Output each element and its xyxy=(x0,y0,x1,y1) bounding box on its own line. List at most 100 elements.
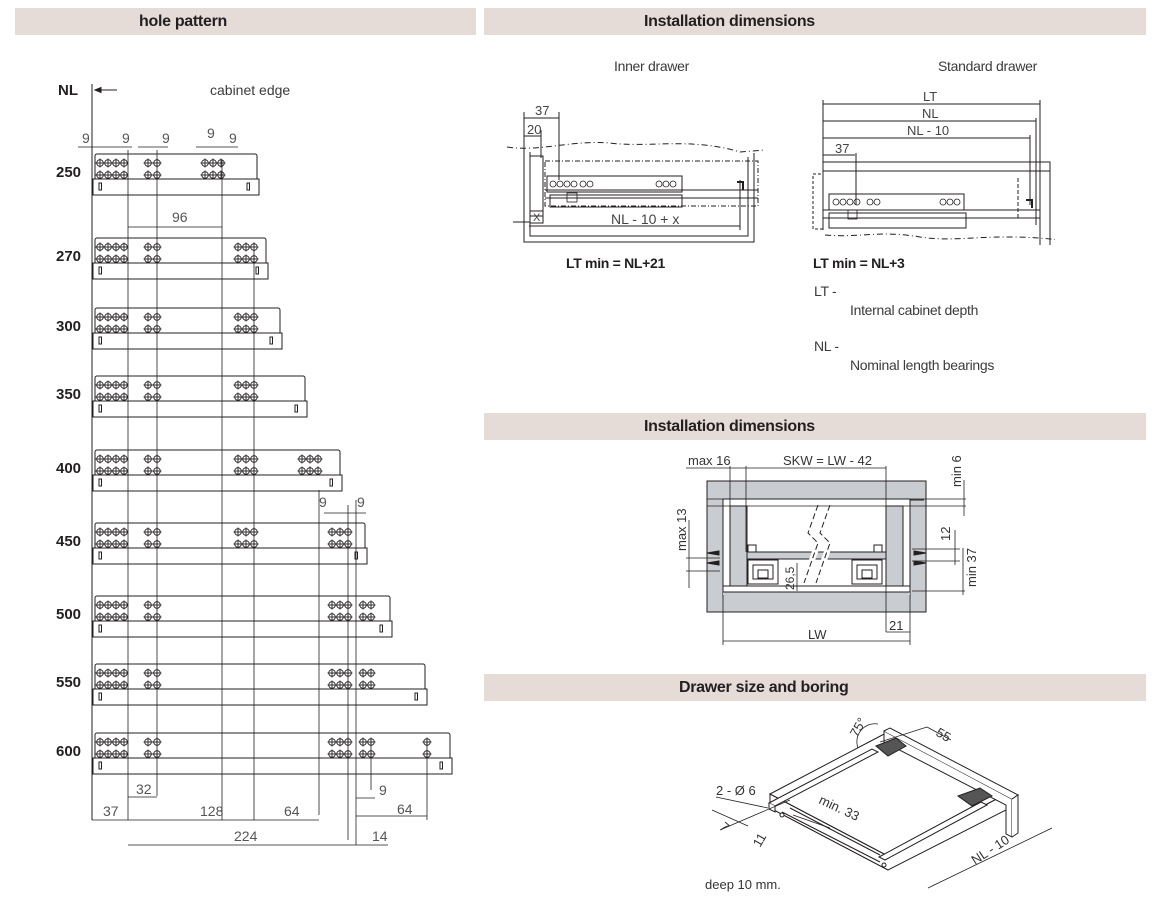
d55-label: 55 xyxy=(934,725,954,745)
hole-mark xyxy=(111,312,121,322)
hole-mark xyxy=(143,612,153,622)
hole-mark xyxy=(335,749,345,759)
hole-mark xyxy=(313,454,323,464)
hole-mark xyxy=(111,158,121,168)
hole-mark xyxy=(358,600,368,610)
drawer-side-right xyxy=(885,505,904,587)
hole-mark xyxy=(119,380,129,390)
slot-mark xyxy=(98,336,102,345)
slot-mark xyxy=(98,404,102,413)
runner-rail xyxy=(92,400,308,418)
hole-mark xyxy=(143,392,153,402)
hole-mark xyxy=(103,668,113,678)
runner-rail xyxy=(92,620,393,638)
installation-top-title: Installation dimensions xyxy=(644,13,815,30)
hole-mark xyxy=(119,668,129,678)
hole-mark xyxy=(143,254,153,264)
runner-rail xyxy=(92,262,269,280)
hole-mark xyxy=(103,749,113,759)
hole-mark xyxy=(103,324,113,334)
hole-mark xyxy=(111,324,121,334)
slot-mark xyxy=(98,692,102,701)
runner-plate xyxy=(94,375,306,401)
hole-mark xyxy=(119,600,129,610)
inner-drawer-formula: LT min = NL+21 xyxy=(566,255,666,271)
lw-label: LW xyxy=(808,627,827,642)
hole-mark xyxy=(111,612,121,622)
hole-mark xyxy=(143,324,153,334)
nl-row-label: 600 xyxy=(56,743,81,760)
dim-nl-label: NL xyxy=(922,106,939,121)
front-panel xyxy=(812,173,824,230)
hole-mark xyxy=(95,668,105,678)
hole-mark xyxy=(95,539,105,549)
hole-mark xyxy=(335,737,345,747)
hole-mark xyxy=(143,242,153,252)
hole-mark xyxy=(327,527,337,537)
hole-mark xyxy=(143,454,153,464)
dim-37-label: 37 xyxy=(835,141,849,156)
max16-label: max 16 xyxy=(688,453,731,468)
runner-plate xyxy=(94,153,258,179)
hole-mark xyxy=(95,737,105,747)
hole-mark xyxy=(119,254,129,264)
runner-rail xyxy=(92,474,343,492)
hole-mark xyxy=(103,539,113,549)
dim-224-label: 224 xyxy=(234,828,258,844)
hole-mark xyxy=(233,312,243,322)
hole-mark xyxy=(358,680,368,690)
hole-mark xyxy=(241,242,251,252)
hole-mark xyxy=(111,170,121,180)
hole-mark xyxy=(143,600,153,610)
nl10-label: NL - 10 xyxy=(968,832,1012,868)
dim-37-label: 37 xyxy=(103,803,119,819)
hole-mark xyxy=(358,737,368,747)
hole-mark xyxy=(111,454,121,464)
hole-mark xyxy=(335,612,345,622)
hole-mark xyxy=(95,612,105,622)
dim-64-label: 64 xyxy=(397,801,413,817)
drawer-boring-title: Drawer size and boring xyxy=(679,679,849,696)
hinge-right xyxy=(956,787,993,807)
hole-mark xyxy=(327,680,337,690)
min37-label: min 37 xyxy=(964,548,979,587)
hole-mark xyxy=(297,466,307,476)
hole-mark xyxy=(143,737,153,747)
hole-mark xyxy=(327,737,337,747)
spacing-label-9: 9 xyxy=(162,130,170,146)
hole-mark xyxy=(143,158,153,168)
hole-mark xyxy=(103,454,113,464)
hole-mark xyxy=(208,170,218,180)
runner-plate xyxy=(94,595,391,621)
hole-mark xyxy=(119,170,129,180)
hole-mark xyxy=(111,254,121,264)
hole-mark xyxy=(95,454,105,464)
hole-mark xyxy=(233,466,243,476)
runner-plate xyxy=(94,732,451,758)
hole-mark xyxy=(119,737,129,747)
hole-mark xyxy=(103,600,113,610)
hole-mark xyxy=(111,539,121,549)
hole-mark xyxy=(119,158,129,168)
dim-nl10-label: NL - 10 xyxy=(907,123,949,138)
inner-drawer-diagram: 37 20 X NL - 10 + x xyxy=(506,103,766,243)
d21-label: 21 xyxy=(889,618,903,633)
hole-mark xyxy=(200,158,210,168)
hole-mark xyxy=(95,600,105,610)
hole-mark xyxy=(143,539,153,549)
cabinet-edge-label: cabinet edge xyxy=(210,82,290,98)
installation-top-header: Installation dimensions xyxy=(484,8,1146,35)
hole-mark xyxy=(111,527,121,537)
hole-mark xyxy=(103,312,113,322)
holes-label: 2 - Ø 6 xyxy=(716,783,756,798)
runner-plate xyxy=(94,449,341,475)
standard-drawer-diagram: LT NL NL - 10 37 xyxy=(812,90,1055,245)
hole-mark xyxy=(241,324,251,334)
hole-mark xyxy=(95,254,105,264)
hole-mark xyxy=(241,254,251,264)
hole-mark xyxy=(95,392,105,402)
hole-mark xyxy=(200,170,210,180)
hole-mark xyxy=(95,242,105,252)
spacing-label-9: 9 xyxy=(207,125,215,141)
hole-mark xyxy=(241,539,251,549)
